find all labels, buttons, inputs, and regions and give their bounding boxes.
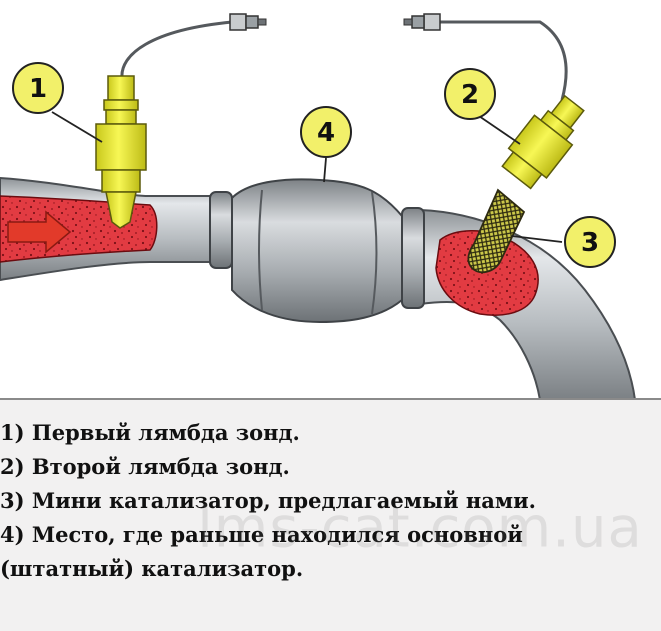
sensor-1-connector	[229, 13, 267, 31]
legend-item-2: 2) Второй лямбда зонд.	[0, 454, 290, 479]
exhaust-system-diagram: 1 2 3 4	[0, 13, 637, 400]
callout-1-leader	[51, 111, 103, 143]
callout-2: 2	[444, 68, 496, 120]
lambda-sensor-2	[501, 94, 585, 190]
callout-4: 4	[300, 106, 352, 158]
legend-item-4-continued: (штатный) катализатор.	[0, 556, 304, 581]
sensor-2-connector	[403, 13, 441, 31]
legend-item-4: 4) Место, где раньше находился основной	[0, 522, 523, 547]
callout-2-number: 2	[461, 80, 479, 110]
callout-4-leader	[323, 157, 327, 183]
legend-panel: 1) Первый лямбда зонд. 2) Второй лямбда …	[0, 400, 661, 631]
converter-seam	[371, 191, 378, 315]
lambda-sensor-1	[95, 75, 147, 229]
flow-arrow	[7, 210, 72, 254]
divider	[0, 398, 661, 400]
sensor-2-wire	[440, 20, 568, 101]
callout-1: 1	[12, 62, 64, 114]
mini-catalyst	[467, 188, 526, 274]
legend-item-3: 3) Мини катализатор, предлагаемый нами.	[0, 488, 536, 513]
callout-2-leader	[475, 113, 521, 145]
callout-1-number: 1	[29, 74, 47, 104]
catalytic-converter	[231, 178, 403, 324]
converter-seam	[258, 189, 263, 311]
flange-left	[209, 191, 233, 269]
legend-list: 1) Первый лямбда зонд. 2) Второй лямбда …	[0, 400, 661, 586]
callout-3-leader	[511, 235, 563, 243]
callout-3: 3	[564, 216, 616, 268]
callout-4-number: 4	[317, 118, 335, 148]
callout-3-number: 3	[581, 228, 599, 258]
flange-right	[401, 207, 425, 309]
sensor-1-wire	[120, 20, 233, 79]
legend-item-1: 1) Первый лямбда зонд.	[0, 420, 300, 445]
